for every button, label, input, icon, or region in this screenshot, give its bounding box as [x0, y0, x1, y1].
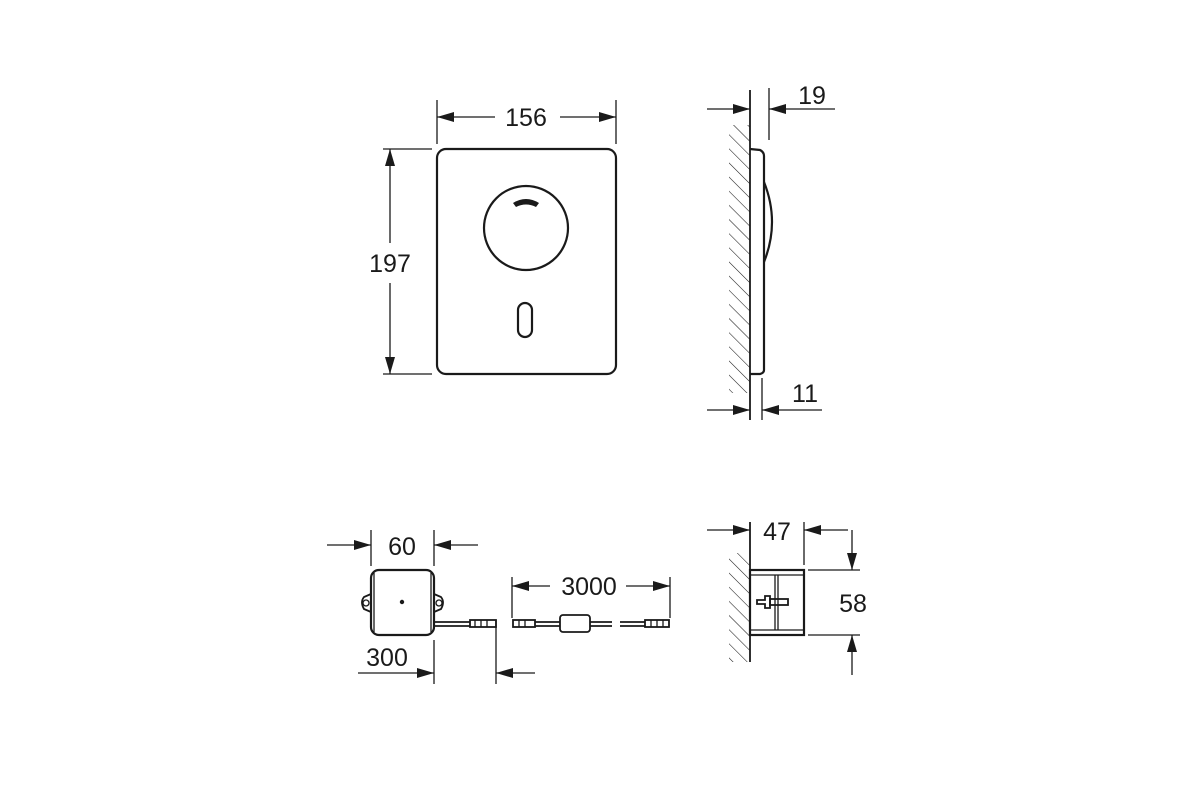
- box-wall-hatching: [729, 553, 750, 662]
- dimension-box-cable: 300: [358, 620, 535, 684]
- box-height-label: 58: [839, 590, 867, 618]
- wall-hatching: [729, 125, 750, 393]
- box-width-label: 60: [388, 533, 416, 561]
- dimension-top-thickness: 19: [707, 82, 835, 140]
- extension-cable: 3000: [511, 573, 671, 633]
- button-profile: [762, 181, 774, 263]
- sensor-window: [516, 301, 534, 339]
- dimension-box-width: 60: [327, 530, 478, 566]
- width-label: 156: [505, 104, 547, 132]
- box-side-body: [748, 568, 806, 637]
- flush-button: [482, 184, 570, 272]
- power-box: 60 300: [327, 530, 535, 684]
- box-side-clip: [756, 595, 771, 609]
- dimension-box-depth: 47: [707, 518, 848, 565]
- bottom-thickness-label: 11: [792, 380, 818, 408]
- dimension-cable-length: 3000: [511, 573, 671, 618]
- dimension-box-height: 58: [808, 530, 867, 675]
- left-mounting-tab: [361, 593, 372, 613]
- side-view: 19 11: [707, 82, 835, 420]
- dimension-bottom-thickness: 11: [707, 378, 822, 420]
- front-view: 156 197: [369, 100, 618, 376]
- box-side-view: 47 58: [707, 518, 867, 675]
- power-box-body: [369, 568, 436, 637]
- dimension-height: 197: [369, 148, 432, 375]
- cable-left-connector: [512, 619, 536, 628]
- box-depth-label: 47: [763, 518, 791, 546]
- box-cable-label: 300: [366, 644, 408, 672]
- button-marker: [513, 199, 539, 207]
- height-label: 197: [369, 250, 411, 278]
- cable-inline-module: [559, 614, 591, 633]
- dimension-width: 156: [436, 100, 617, 144]
- flush-plate-outline: [435, 147, 618, 376]
- cable-length-label: 3000: [561, 573, 617, 601]
- right-mounting-tab: [433, 593, 444, 613]
- box-cable-connector: [469, 619, 497, 628]
- power-box-center-mark: [399, 599, 405, 605]
- plate-profile: [749, 147, 766, 376]
- top-thickness-label: 19: [798, 82, 826, 110]
